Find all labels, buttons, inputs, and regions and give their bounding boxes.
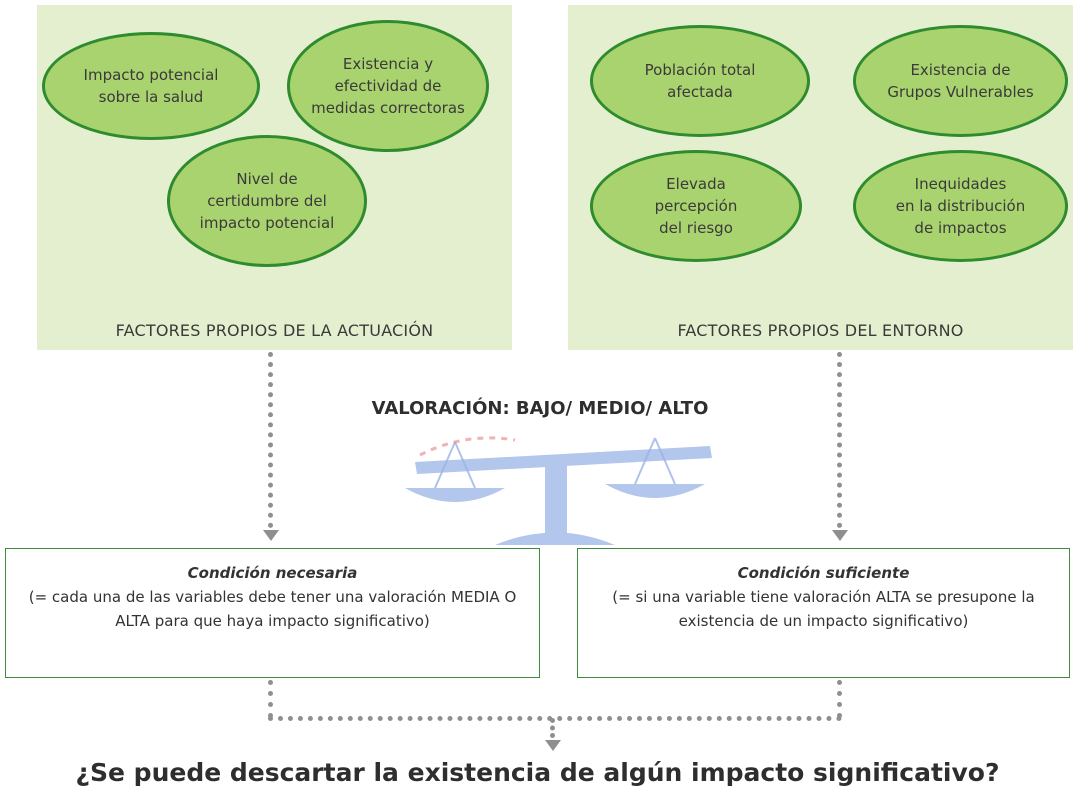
factor-label: Existencia de Grupos Vulnerables — [887, 61, 1034, 101]
factor-ellipse-percepcion: Elevada percepción del riesgo — [590, 150, 802, 262]
panel-label-actuacion: FACTORES PROPIOS DE LA ACTUACIÓN — [115, 321, 434, 340]
connector-left-vertical — [268, 352, 273, 528]
connector-bottom-horizontal — [268, 716, 842, 721]
factors-panel-left: Impacto potencial sobre la salud Existen… — [37, 5, 512, 350]
final-question: ¿Se puede descartar la existencia de alg… — [75, 758, 1000, 787]
condicion-necesaria-text: (= cada una de las variables debe tener … — [28, 588, 517, 630]
connector-right-vertical — [837, 352, 842, 528]
arrow-down-icon — [832, 530, 848, 541]
factors-panel-right: Población total afectada Existencia de G… — [568, 5, 1073, 350]
arrow-down-icon — [545, 740, 561, 751]
factor-ellipse-poblacion: Población total afectada — [590, 25, 810, 137]
connector-bottom-right — [837, 680, 842, 718]
condicion-necesaria-title: Condición necesaria — [187, 564, 358, 582]
factor-label: Impacto potencial sobre la salud — [83, 66, 219, 106]
factor-ellipse-certidumbre: Nivel de certidumbre del impacto potenci… — [167, 135, 367, 267]
valoracion-heading: VALORACIÓN: BAJO/ MEDIO/ ALTO — [371, 398, 709, 419]
connector-bottom-left — [268, 680, 273, 718]
factor-ellipse-salud: Impacto potencial sobre la salud — [42, 32, 260, 140]
condicion-necesaria-box: Condición necesaria (= cada una de las v… — [5, 548, 540, 678]
factor-ellipse-inequidades: Inequidades en la distribución de impact… — [853, 150, 1068, 262]
condicion-suficiente-text: (= si una variable tiene valoración ALTA… — [612, 588, 1035, 630]
condicion-suficiente-title: Condición suficiente — [737, 564, 910, 582]
factor-label: Nivel de certidumbre del impacto potenci… — [199, 170, 335, 232]
connector-bottom-center — [550, 718, 555, 738]
balance-scale-icon — [405, 436, 712, 545]
factor-label: Existencia y efectividad de medidas corr… — [311, 55, 465, 117]
factor-ellipse-medidas: Existencia y efectividad de medidas corr… — [287, 20, 489, 152]
condicion-suficiente-box: Condición suficiente (= si una variable … — [577, 548, 1070, 678]
factor-label: Población total afectada — [644, 61, 756, 101]
factor-label: Inequidades en la distribución de impact… — [895, 175, 1026, 237]
panel-label-entorno: FACTORES PROPIOS DEL ENTORNO — [677, 321, 964, 340]
factor-ellipse-grupos: Existencia de Grupos Vulnerables — [853, 25, 1068, 137]
arrow-down-icon — [263, 530, 279, 541]
factor-label: Elevada percepción del riesgo — [654, 175, 738, 237]
